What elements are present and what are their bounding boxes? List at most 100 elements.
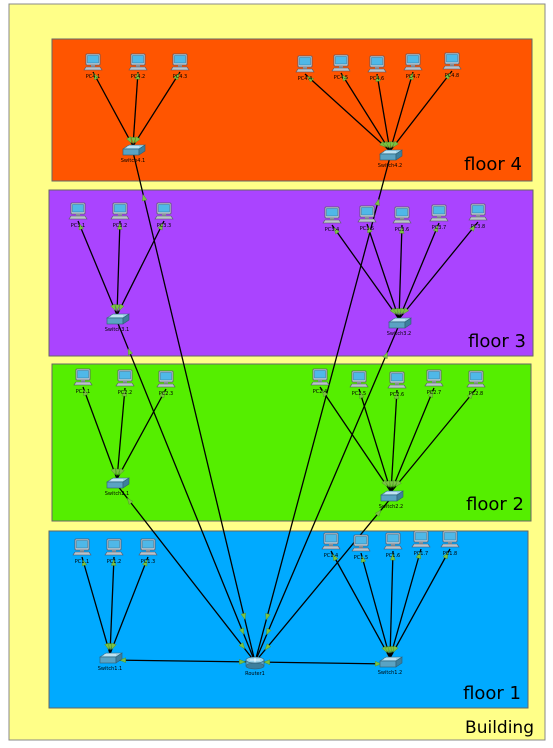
pc-label: PC4.7 — [406, 74, 420, 80]
pc-pc1-8[interactable]: PC1.8 — [440, 530, 460, 557]
pc-pc2-8[interactable]: PC2.8 — [466, 370, 486, 397]
uplink-s42 — [254, 156, 391, 663]
port-p26 — [393, 391, 400, 400]
pc-label: PC1.8 — [443, 551, 457, 557]
pc-pc4-3[interactable]: PC4.3 — [170, 53, 190, 80]
pc-pc4-7[interactable]: PC4.7 — [403, 53, 423, 80]
pc-pc4-1[interactable]: PC4.1 — [83, 53, 103, 80]
pc-pc1-6[interactable]: PC1.6 — [383, 532, 403, 559]
uplink-s11 — [109, 659, 256, 663]
port-p48 — [444, 72, 451, 80]
pc-label: PC1.3 — [141, 559, 155, 565]
port-p14 — [332, 553, 339, 562]
pc-pc1-1[interactable]: PC1.1 — [72, 538, 92, 565]
port-p43 — [173, 72, 180, 81]
uplink-s31 — [116, 320, 256, 663]
link-p43-s41 — [132, 71, 181, 147]
port-s22-p26 — [388, 480, 395, 488]
port-p36 — [399, 226, 405, 234]
pc-pc3-6[interactable]: PC3.6 — [392, 206, 412, 233]
port-s42-p46 — [385, 141, 392, 149]
pc-pc2-3[interactable]: PC2.3 — [156, 370, 176, 397]
pc-pc1-7[interactable]: PC1.7 — [411, 530, 431, 557]
switch-switch2-1[interactable]: Switch2.1 — [105, 477, 130, 497]
pc-pc2-1[interactable]: PC2.1 — [73, 368, 93, 395]
uplink-s11-port-b — [239, 659, 247, 665]
port-p16 — [390, 553, 396, 561]
pc-label: PC1.4 — [324, 553, 338, 559]
switch-switch1-2[interactable]: Switch1.2 — [378, 656, 403, 676]
port-p34 — [333, 227, 340, 235]
uplink-s31-port-b — [238, 627, 245, 636]
uplink-s41-port-b — [240, 612, 247, 621]
port-s12-p18 — [392, 645, 399, 653]
switch-switch1-1[interactable]: Switch1.1 — [98, 652, 123, 672]
pc-pc1-3[interactable]: PC1.3 — [138, 538, 158, 565]
pc-pc3-3[interactable]: PC3.3 — [154, 202, 174, 229]
pc-pc1-4[interactable]: PC1.4 — [321, 532, 341, 559]
port-s31-p32 — [114, 304, 121, 312]
link-p27-s22 — [390, 387, 435, 493]
port-s22-p27 — [392, 480, 399, 488]
switch-switch4-2[interactable]: Switch4.2 — [378, 149, 403, 169]
pc-pc4-8[interactable]: PC4.8 — [442, 52, 462, 79]
link-p14-s12 — [330, 550, 391, 659]
uplink-s31-port-a — [127, 347, 134, 356]
pc-label: PC3.2 — [113, 223, 127, 229]
link-p13-s11 — [109, 556, 149, 655]
port-s42-p48 — [392, 140, 399, 148]
uplink-s41 — [132, 151, 256, 663]
uplink-s42-port-b — [265, 613, 271, 621]
pc-pc4-5[interactable]: PC4.5 — [331, 54, 351, 81]
router-1[interactable]: Router1 — [245, 656, 265, 677]
pc-pc2-4[interactable]: PC2.4 — [310, 368, 330, 395]
pc-label: PC3.7 — [432, 225, 446, 231]
floor-1-area — [48, 530, 529, 709]
switch-switch2-2[interactable]: Switch2.2 — [379, 490, 404, 510]
pc-pc3-5[interactable]: PC3.5 — [357, 205, 377, 232]
switch-switch3-1[interactable]: Switch3.1 — [105, 313, 130, 333]
floor-1: floor 1 — [48, 530, 529, 709]
pc-label: PC3.1 — [71, 223, 85, 229]
uplink-s32-port-b — [266, 628, 272, 636]
switch-label: Switch3.1 — [105, 327, 129, 333]
floor-1-label: floor 1 — [463, 683, 521, 704]
port-p37 — [432, 224, 439, 233]
uplink-s12-port-b — [263, 659, 270, 666]
links-layer — [77, 70, 479, 665]
pc-pc3-1[interactable]: PC3.1 — [68, 202, 88, 229]
port-p47 — [408, 72, 414, 81]
switch-switch4-1[interactable]: Switch4.1 — [121, 144, 146, 164]
pc-label: PC2.6 — [390, 392, 404, 398]
link-p23-s21 — [116, 388, 167, 480]
pc-pc3-7[interactable]: PC3.7 — [429, 204, 449, 231]
link-p42-s41 — [132, 71, 139, 147]
port-s21-p21 — [110, 468, 116, 476]
pc-pc4-4[interactable]: PC4.4 — [295, 55, 315, 82]
port-s11-p13 — [111, 642, 117, 651]
link-p45-s42 — [340, 72, 391, 152]
pc-pc3-4[interactable]: PC3.4 — [322, 206, 342, 233]
link-p22-s21 — [116, 387, 126, 480]
port-p33 — [157, 222, 164, 231]
link-p16-s12 — [389, 550, 394, 659]
building-label: Building — [465, 718, 534, 738]
pc-pc2-6[interactable]: PC2.6 — [387, 371, 407, 398]
port-p46 — [375, 74, 381, 82]
floor-2-area — [51, 363, 532, 522]
pc-pc1-2[interactable]: PC1.2 — [104, 538, 124, 565]
pc-pc4-6[interactable]: PC4.6 — [367, 55, 387, 82]
floor-3: floor 3 — [48, 189, 534, 357]
pc-pc2-2[interactable]: PC2.2 — [115, 369, 135, 396]
pc-pc4-2[interactable]: PC4.2 — [128, 53, 148, 80]
pc-label: PC4.5 — [334, 75, 348, 81]
pc-pc2-7[interactable]: PC2.7 — [424, 369, 444, 396]
pc-label: PC1.1 — [75, 559, 89, 565]
pc-label: PC4.1 — [86, 74, 100, 80]
link-p24-s22 — [319, 386, 392, 493]
pc-pc1-5[interactable]: PC1.5 — [351, 534, 371, 561]
pc-pc3-8[interactable]: PC3.8 — [468, 203, 488, 230]
pc-pc2-5[interactable]: PC2.5 — [349, 370, 369, 397]
switch-switch3-2[interactable]: Switch3.2 — [387, 317, 412, 337]
pc-pc3-2[interactable]: PC3.2 — [110, 202, 130, 229]
